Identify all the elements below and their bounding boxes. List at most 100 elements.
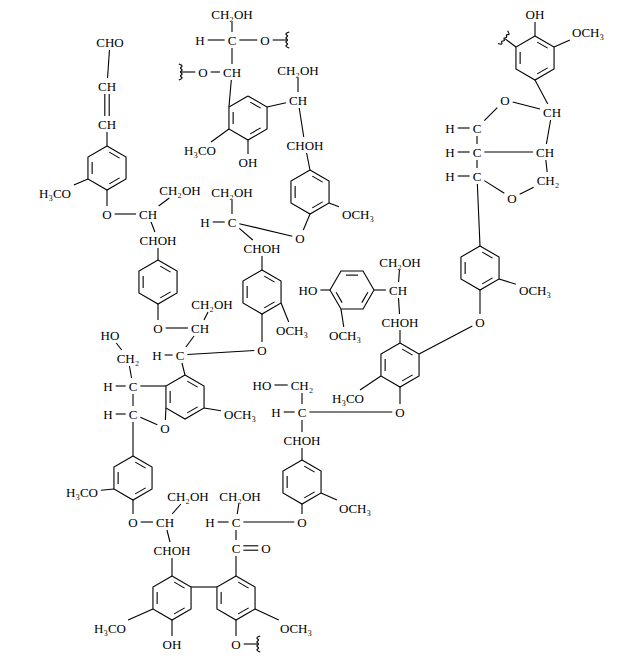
aromatic-bond (143, 276, 144, 288)
aromatic-bond (537, 68, 547, 74)
atom-label: OCH₃ (518, 284, 552, 297)
atom-label: HO (252, 379, 273, 392)
bond-line (186, 336, 194, 347)
bond-line (101, 489, 114, 490)
bond-line (116, 343, 121, 350)
bond-line (237, 504, 239, 514)
aromatic-bond (109, 152, 119, 158)
atom-label: O (474, 316, 485, 329)
bond-line (267, 103, 286, 107)
aromatic-bond (385, 359, 386, 371)
bond-line (329, 203, 339, 207)
bond-line (243, 521, 294, 522)
atom-label: CHOH (243, 242, 282, 255)
bond-line (301, 504, 302, 514)
bond-line (520, 187, 534, 194)
atom-label: CH₂OH (210, 186, 253, 199)
atom-label: O (506, 192, 517, 205)
bond-line (239, 228, 252, 240)
aromatic-bond (304, 492, 314, 498)
atom-label: O (294, 232, 305, 245)
aromatic-bond (264, 276, 274, 282)
bond-line (171, 558, 172, 576)
bond-line (301, 420, 302, 432)
bond-line (399, 387, 400, 404)
aromatic-bond (187, 407, 197, 413)
atom-label: C (472, 170, 483, 183)
aromatic-bond (135, 488, 145, 494)
atom-label: H (204, 516, 215, 529)
bond-line (115, 213, 136, 214)
atom-label: CH (97, 118, 117, 131)
atom-label: CH₂OH (218, 490, 261, 503)
atom-label: CHO (95, 36, 124, 49)
aromatic-bond (157, 592, 158, 604)
bond-line (140, 385, 166, 386)
bond-line (299, 108, 304, 137)
atom-label: O (260, 542, 271, 555)
bond-line (116, 385, 126, 386)
wavy-bond-mark (257, 636, 260, 652)
benzene-ring (114, 456, 152, 500)
atom-label: CH (222, 66, 242, 79)
bond-line (141, 521, 153, 522)
atom-label: CHOH (381, 316, 420, 329)
atom-label: H₃CO (65, 486, 99, 499)
bond-line (104, 94, 105, 116)
atom-label: O (256, 344, 267, 357)
benzene-ring (88, 146, 126, 190)
bond-line (484, 181, 504, 194)
bond-line (239, 39, 257, 40)
atom-label: HO (298, 284, 319, 297)
bond-line (499, 279, 516, 284)
atom-label: CH₂OH (158, 184, 201, 197)
aromatic-bond (247, 286, 248, 298)
aromatic-bond (312, 202, 322, 208)
bond-line (140, 417, 157, 424)
bond-line (546, 160, 547, 172)
bond-line (281, 303, 289, 322)
aromatic-bond (160, 266, 170, 272)
atom-label: O (101, 208, 112, 221)
bond-line (484, 108, 497, 121)
bond-line (231, 22, 232, 32)
bond-line (321, 493, 337, 500)
bond-line (204, 312, 208, 320)
aromatic-bond (233, 112, 234, 124)
aromatic-bond (402, 349, 412, 355)
atom-label: H₃CO (38, 187, 72, 200)
atom-label: H₃CO (93, 622, 127, 635)
aromatic-bond (109, 178, 119, 184)
atom-label: OH (162, 638, 183, 651)
atom-label: C (227, 34, 238, 47)
bond-line (231, 48, 232, 64)
atom-label: CH (288, 94, 308, 107)
benzene-ring (516, 36, 554, 80)
atom-label: O (127, 516, 138, 529)
bond-line (165, 408, 167, 420)
atom-label: O (159, 422, 170, 435)
atom-label: CH₂ (536, 174, 561, 187)
aromatic-bond (465, 262, 466, 274)
bond-line (477, 184, 480, 246)
atom-label: C (175, 349, 186, 362)
atom-label: H (102, 380, 113, 393)
atom-label: C (472, 122, 483, 135)
bond-line (182, 363, 185, 375)
atom-label: OCH₃ (338, 502, 372, 515)
wavy-ends (179, 31, 516, 652)
atom-label: O (394, 406, 405, 419)
atom-label: O (197, 66, 208, 79)
atom-label: O (230, 638, 241, 651)
bond-line (303, 214, 310, 230)
atom-label: CH₂OH (190, 298, 233, 311)
bond-line (218, 521, 229, 522)
bond-line (235, 556, 236, 576)
bond-line (129, 366, 131, 378)
bond-line (505, 39, 516, 47)
atom-label: CHOH (139, 234, 178, 247)
aromatic-bond (520, 52, 521, 64)
bond-line (231, 200, 232, 214)
bond-line (116, 413, 126, 414)
aromatic-bond (537, 42, 547, 48)
